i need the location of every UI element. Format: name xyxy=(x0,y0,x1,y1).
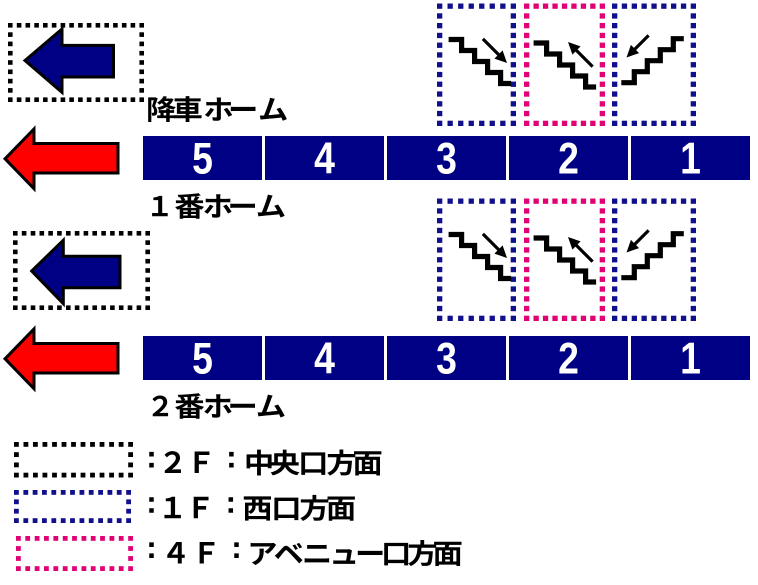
svg-text:3: 3 xyxy=(436,133,457,183)
svg-text:2: 2 xyxy=(558,133,579,183)
svg-text:4: 4 xyxy=(314,133,335,183)
svg-text:2: 2 xyxy=(558,333,579,383)
svg-text:1: 1 xyxy=(680,133,701,183)
svg-text:4: 4 xyxy=(314,333,335,383)
svg-text:5: 5 xyxy=(192,333,213,383)
svg-text:5: 5 xyxy=(192,133,213,183)
svg-text:3: 3 xyxy=(436,333,457,383)
svg-text:1: 1 xyxy=(680,333,701,383)
